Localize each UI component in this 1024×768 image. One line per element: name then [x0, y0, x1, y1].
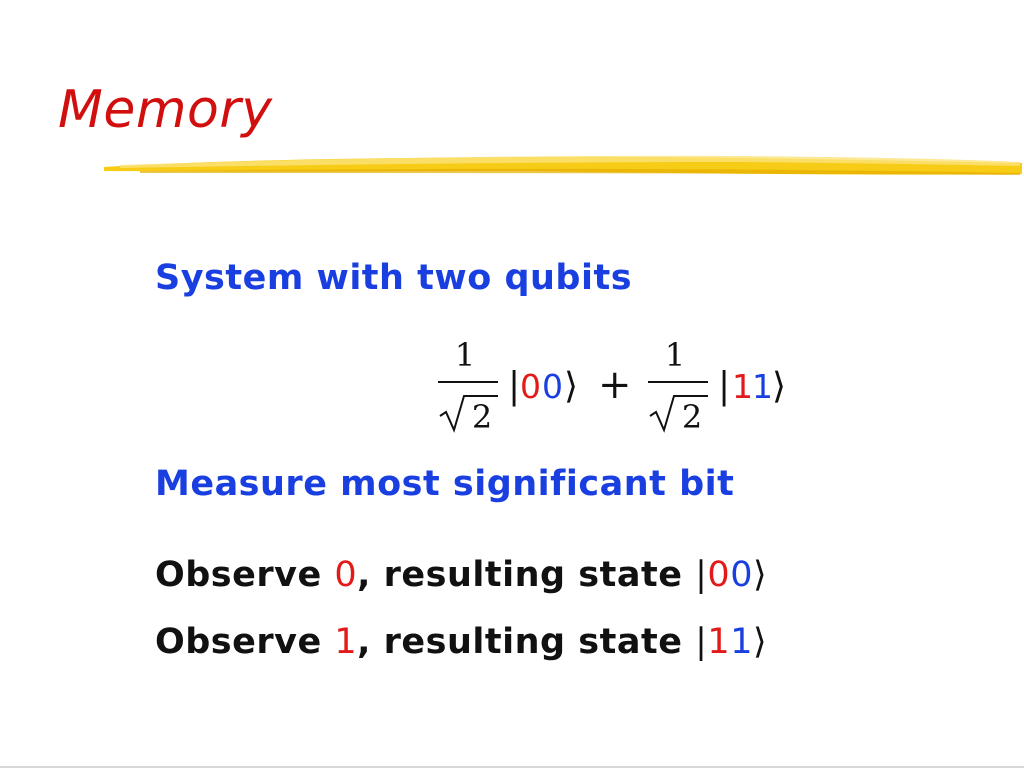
ket-digit-b: 0 [730, 555, 753, 595]
fraction2-numerator: 1 [665, 338, 685, 374]
ket1-digit-b: 0 [542, 367, 563, 406]
ket-open: | [695, 555, 708, 595]
observe-prefix: Observe [155, 622, 335, 662]
svg-text:⟩: ⟩ [772, 366, 786, 407]
ket-close: ⟩ [752, 622, 768, 662]
fraction1-numerator: 1 [455, 338, 475, 374]
bottom-divider [0, 766, 1024, 768]
observe-line-1: Observe 1, resulting state |11⟩ [155, 622, 767, 662]
ket-digit-a: 0 [707, 555, 731, 595]
svg-text:|: | [718, 366, 730, 407]
ket-close: ⟩ [752, 555, 768, 595]
ket2-digit-a: 1 [732, 367, 753, 406]
heading-measure: Measure most significant bit [155, 464, 735, 504]
plus-sign: + [598, 362, 632, 408]
observe-middle: , resulting state [357, 555, 696, 595]
observe-line-0: Observe 0, resulting state |00⟩ [155, 555, 767, 595]
observe-middle: , resulting state [357, 622, 696, 662]
ket1-digit-a: 0 [520, 367, 541, 406]
fraction2-denominator: 2 [682, 398, 702, 436]
observe-prefix: Observe [155, 555, 335, 595]
slide-title: Memory [58, 80, 273, 140]
sqrt1-icon [439, 395, 498, 433]
svg-text:⟩: ⟩ [564, 366, 578, 407]
heading-system: System with two qubits [155, 258, 633, 298]
svg-text:|: | [508, 366, 520, 407]
observed-bit: 1 [334, 622, 358, 662]
ket-digit-a: 1 [707, 622, 731, 662]
ket-open: | [695, 622, 708, 662]
superposition-equation: 1 2 | 0 0 ⟩ + 1 2 | 1 1 ⟩ [438, 338, 786, 436]
fraction1-denominator: 2 [472, 398, 492, 436]
ket2-digit-b: 1 [752, 367, 773, 406]
observed-bit: 0 [334, 555, 358, 595]
sqrt2-icon [649, 395, 708, 433]
title-underline-brush [104, 155, 1022, 175]
ket-digit-b: 1 [730, 622, 753, 662]
